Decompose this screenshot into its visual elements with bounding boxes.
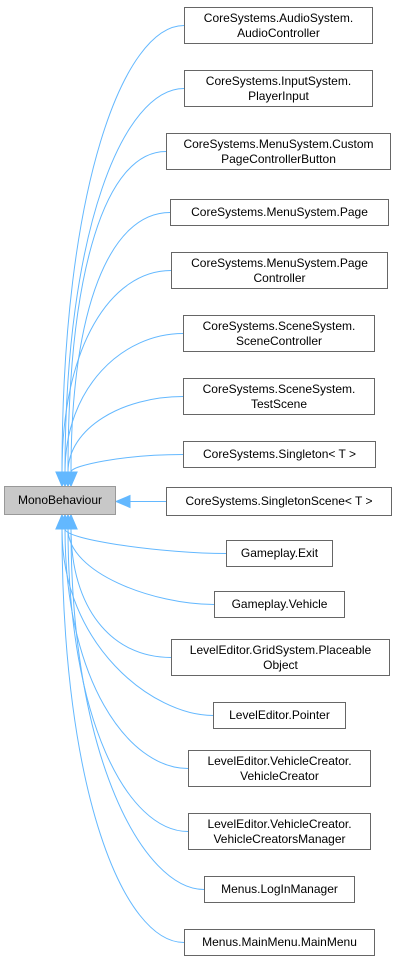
edge-test-scene — [67, 396, 184, 473]
class-node-singleton-scene[interactable]: CoreSystems.SingletonScene< T > — [166, 487, 392, 516]
edge-login-manager — [70, 528, 205, 890]
class-node-player-input[interactable]: CoreSystems.InputSystem. PlayerInput — [184, 70, 373, 107]
edge-scene-controller — [64, 333, 184, 473]
class-label-player-input: CoreSystems.InputSystem. PlayerInput — [205, 73, 352, 103]
class-node-custom-page-controller-button[interactable]: CoreSystems.MenuSystem.Custom PageContro… — [166, 133, 391, 170]
class-label-pointer: LevelEditor.Pointer — [229, 708, 330, 722]
arrowhead-singleton — [64, 471, 78, 488]
class-node-scene-controller[interactable]: CoreSystems.SceneSystem. SceneController — [183, 315, 375, 352]
edge-custom-page-controller-button — [67, 151, 167, 473]
edge-player-input — [64, 88, 185, 473]
class-label-vehicle-creators-manager: LevelEditor.VehicleCreator. VehicleCreat… — [207, 816, 352, 846]
class-label-placeable-object: LevelEditor.GridSystem.Placeable Object — [189, 642, 372, 672]
class-node-main-menu[interactable]: Menus.MainMenu.MainMenu — [184, 929, 375, 956]
class-node-vehicle-creator[interactable]: LevelEditor.VehicleCreator. VehicleCreat… — [188, 750, 371, 787]
edge-placeable-object — [70, 528, 172, 658]
edge-singleton — [70, 454, 184, 473]
class-node-page-controller[interactable]: CoreSystems.MenuSystem.Page Controller — [171, 252, 388, 289]
edge-page-controller — [61, 270, 172, 473]
class-label-singleton-scene: CoreSystems.SingletonScene< T > — [185, 494, 373, 508]
edge-audio-controller — [61, 25, 185, 473]
edge-exit — [64, 528, 227, 554]
class-node-singleton[interactable]: CoreSystems.Singleton< T > — [183, 441, 376, 468]
class-label-audio-controller: CoreSystems.AudioSystem. AudioController — [203, 10, 354, 40]
class-node-exit[interactable]: Gameplay.Exit — [226, 540, 333, 567]
arrowhead-main-menu — [55, 513, 69, 530]
edge-vehicle-creators-manager — [67, 528, 189, 832]
arrowhead-login-manager — [64, 513, 78, 530]
class-label-singleton: CoreSystems.Singleton< T > — [203, 447, 356, 461]
class-label-login-manager: Menus.LogInManager — [221, 882, 338, 896]
edge-vehicle-creator — [64, 528, 189, 769]
class-label-test-scene: CoreSystems.SceneSystem. TestScene — [202, 381, 356, 411]
class-node-placeable-object[interactable]: LevelEditor.GridSystem.Placeable Object — [171, 639, 390, 676]
class-node-pointer[interactable]: LevelEditor.Pointer — [213, 702, 346, 729]
class-node-login-manager[interactable]: Menus.LogInManager — [204, 876, 355, 903]
edge-vehicle — [67, 528, 215, 605]
class-label-vehicle: Gameplay.Vehicle — [231, 597, 328, 611]
class-label-main-menu: Menus.MainMenu.MainMenu — [202, 935, 357, 949]
class-node-audio-controller[interactable]: CoreSystems.AudioSystem. AudioController — [184, 7, 373, 44]
class-label-page: CoreSystems.MenuSystem.Page — [191, 205, 368, 219]
class-node-test-scene[interactable]: CoreSystems.SceneSystem. TestScene — [183, 378, 375, 415]
edge-page — [70, 212, 171, 473]
class-label-scene-controller: CoreSystems.SceneSystem. SceneController — [202, 318, 356, 348]
class-node-vehicle-creators-manager[interactable]: LevelEditor.VehicleCreator. VehicleCreat… — [188, 813, 371, 850]
edge-main-menu — [61, 528, 185, 943]
class-label-page-controller: CoreSystems.MenuSystem.Page Controller — [191, 255, 368, 285]
base-class-node: MonoBehaviour — [4, 486, 116, 515]
class-node-page[interactable]: CoreSystems.MenuSystem.Page — [170, 199, 389, 226]
class-label-exit: Gameplay.Exit — [240, 546, 319, 560]
class-label-custom-page-controller-button: CoreSystems.MenuSystem.Custom PageContro… — [183, 136, 374, 166]
class-label-vehicle-creator: LevelEditor.VehicleCreator. VehicleCreat… — [207, 753, 352, 783]
base-class-label: MonoBehaviour — [17, 493, 103, 507]
class-node-vehicle[interactable]: Gameplay.Vehicle — [214, 591, 345, 618]
arrowhead-singleton-scene — [114, 494, 131, 509]
